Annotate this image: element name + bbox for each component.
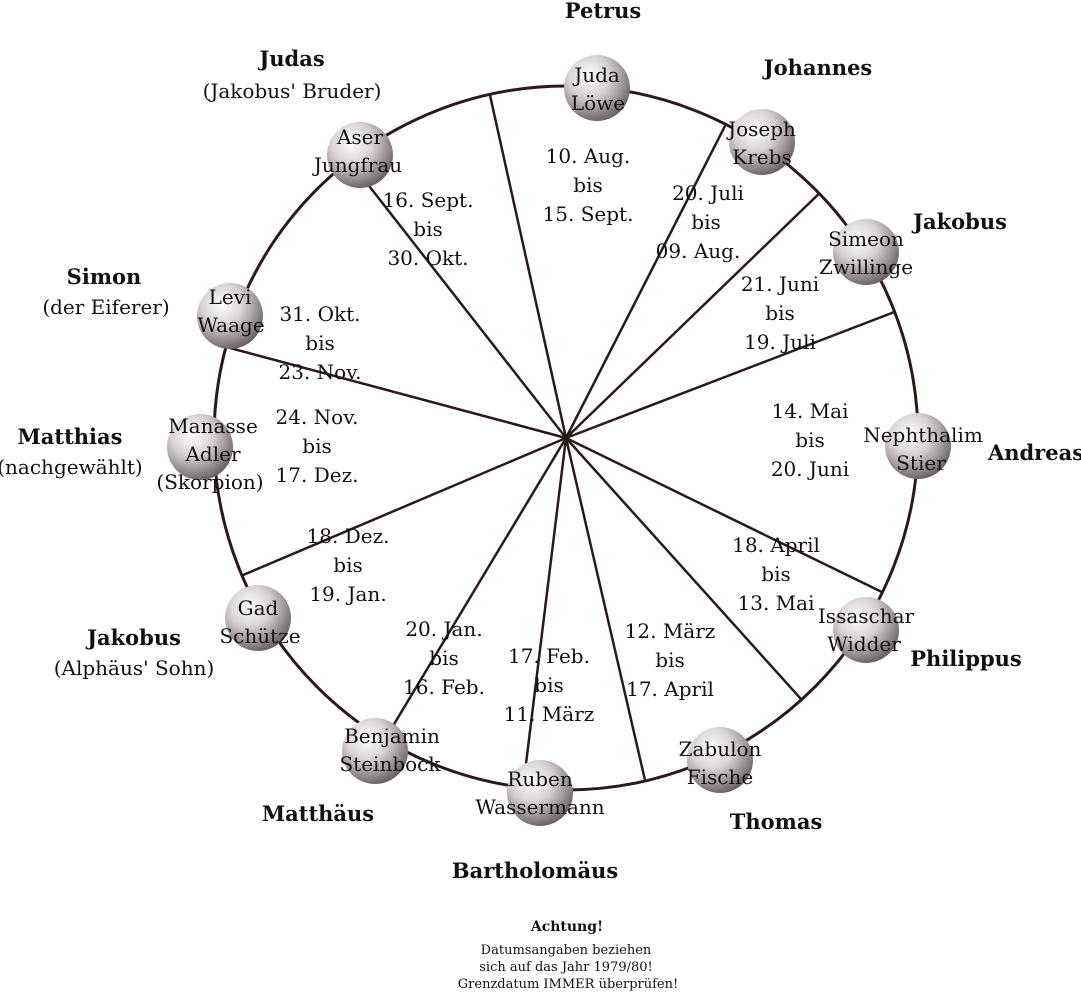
segment-divider-7 <box>521 437 568 788</box>
apostle-jakobus: Jakobus <box>911 209 1007 234</box>
note-title: Achtung! <box>530 919 603 935</box>
pearl-stone-0 <box>564 55 630 121</box>
segment-divider-9 <box>241 436 567 577</box>
note-line-0: Datumsangaben beziehen <box>481 943 652 958</box>
pearl-stone-10 <box>197 283 263 349</box>
apostle-andreas: Andreas <box>987 440 1081 465</box>
tribe-stones <box>167 55 951 826</box>
apostle-jakobus-alphaeus-sub: (Alphäus' Sohn) <box>54 656 215 680</box>
pearl-stone-7 <box>342 718 408 784</box>
segment-divider-8 <box>383 437 568 741</box>
apostle-simon-sub: (der Eiferer) <box>42 295 169 319</box>
pearl-stone-8 <box>225 585 291 651</box>
segment-dividers <box>225 94 896 788</box>
pearl-stone-5 <box>687 727 753 793</box>
segment-divider-5 <box>565 437 803 701</box>
pearl-stone-3 <box>885 413 951 479</box>
segment-divider-1 <box>564 123 727 439</box>
pearl-stone-11 <box>327 122 393 188</box>
segment-divider-2 <box>565 192 821 439</box>
segment-divider-6 <box>564 437 647 782</box>
apostle-bartholomaeus: Bartholomäus <box>452 858 618 883</box>
note-line-2: Grenzdatum IMMER überprüfen! <box>458 977 678 992</box>
apostle-jakobus-alphaeus: Jakobus <box>85 625 181 650</box>
apostle-judas-sub: (Jakobus' Bruder) <box>203 79 382 103</box>
segment-divider-10 <box>225 345 567 440</box>
apostle-simon: Simon <box>67 264 142 289</box>
segment-divider-3 <box>565 310 896 440</box>
pearl-stone-1 <box>729 109 795 175</box>
apostle-philippus: Philippus <box>910 646 1021 671</box>
pearl-stone-2 <box>833 219 899 285</box>
note-line-1: sich auf das Jahr 1979/80! <box>479 960 652 975</box>
warning-note: Achtung! Datumsangaben beziehen sich auf… <box>458 919 678 992</box>
segment-divider-0 <box>488 94 568 439</box>
segment-divider-11 <box>348 159 567 439</box>
apostle-johannes: Johannes <box>762 55 873 80</box>
apostle-thomas: Thomas <box>730 809 823 834</box>
apostle-matthias: Matthias <box>18 424 123 449</box>
apostle-matthaeus: Matthäus <box>262 801 374 826</box>
apostle-petrus: Petrus <box>565 0 641 23</box>
pearl-stone-9 <box>167 414 233 480</box>
pearl-stone-6 <box>507 760 573 826</box>
pearl-stone-4 <box>833 597 899 663</box>
segment-divider-4 <box>565 436 883 594</box>
apostle-labels: Petrus Johannes Jakobus Andreas Philippu… <box>0 0 1081 883</box>
apostle-judas: Judas <box>257 46 324 71</box>
apostle-matthias-sub: (nachgewählt) <box>0 455 143 479</box>
